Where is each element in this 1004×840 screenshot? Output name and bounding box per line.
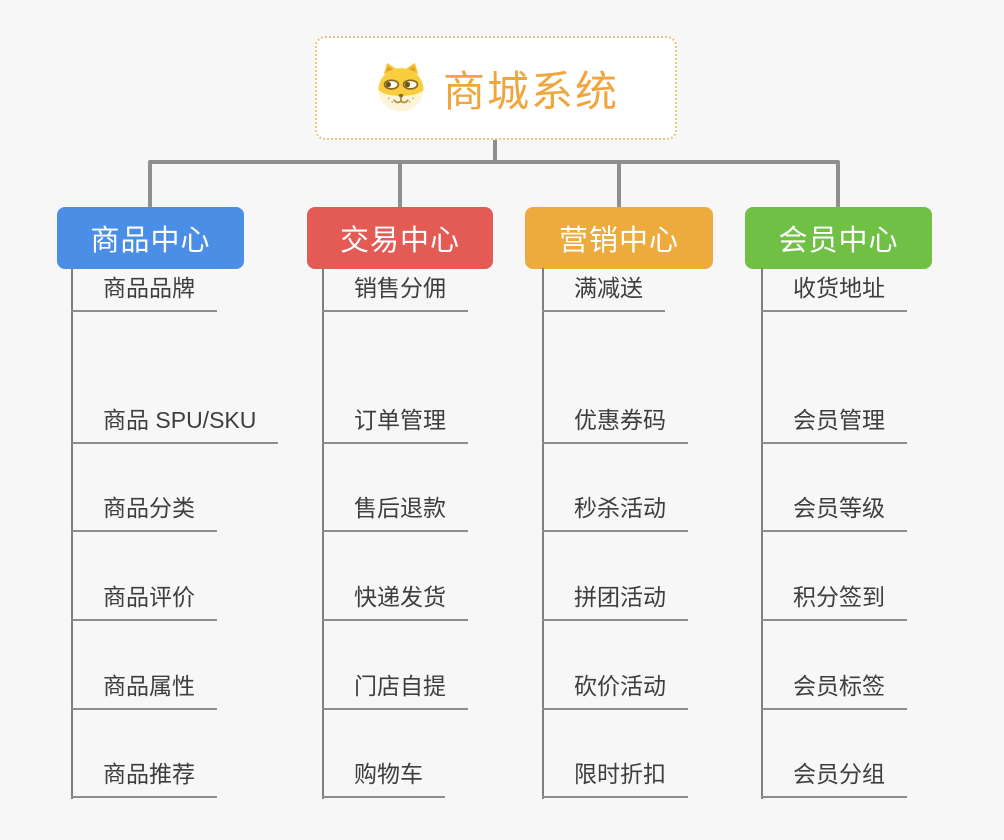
leaf-node-product-brand[interactable]: 商品品牌 <box>71 268 217 312</box>
leaf-node-shipping-address[interactable]: 收货地址 <box>761 268 907 312</box>
leaf-node-limited-time-discount[interactable]: 限时折扣 <box>542 754 688 798</box>
branch-trunk-line <box>71 268 73 799</box>
branch-node-trade-center[interactable]: 交易中心 <box>307 207 493 269</box>
branch-trunk-line <box>542 268 544 799</box>
leaf-node-flash-sale[interactable]: 秒杀活动 <box>542 488 688 532</box>
leaf-node-product-spu-sku[interactable]: 商品 SPU/SKU <box>71 400 279 444</box>
connector-horizontal-bar <box>148 160 840 164</box>
leaf-node-product-recommend[interactable]: 商品推荐 <box>71 754 217 798</box>
connector-root-trunk <box>493 140 497 163</box>
leaf-node-sales-commission[interactable]: 销售分佣 <box>322 268 468 312</box>
leaf-node-member-tags[interactable]: 会员标签 <box>761 666 907 710</box>
branch-label: 会员中心 <box>778 225 899 257</box>
leaf-node-product-attribute[interactable]: 商品属性 <box>71 666 217 710</box>
branch-node-product-center[interactable]: 商品中心 <box>57 207 244 269</box>
leaf-node-product-category[interactable]: 商品分类 <box>71 488 217 532</box>
leaf-node-coupon-code[interactable]: 优惠券码 <box>542 400 688 444</box>
connector-drop-product <box>148 162 152 208</box>
leaf-node-aftersale-refund[interactable]: 售后退款 <box>322 488 468 532</box>
connector-drop-member <box>836 162 840 208</box>
branch-label: 交易中心 <box>339 225 460 257</box>
leaf-node-spend-and-save[interactable]: 满减送 <box>542 268 665 312</box>
branch-trunk-line <box>761 268 763 799</box>
leaf-node-member-management[interactable]: 会员管理 <box>761 400 907 444</box>
leaf-node-bargain-activity[interactable]: 砍价活动 <box>542 666 688 710</box>
leaf-node-points-checkin[interactable]: 积分签到 <box>761 577 907 621</box>
leaf-node-member-level[interactable]: 会员等级 <box>761 488 907 532</box>
leaf-node-product-review[interactable]: 商品评价 <box>71 577 217 621</box>
leaf-node-group-buy[interactable]: 拼团活动 <box>542 577 688 621</box>
branch-node-marketing-center[interactable]: 营销中心 <box>525 207 713 269</box>
branch-label: 商品中心 <box>90 225 211 257</box>
leaf-node-express-shipping[interactable]: 快递发货 <box>322 577 468 621</box>
leaf-node-member-groups[interactable]: 会员分组 <box>761 754 907 798</box>
doge-icon <box>378 62 424 112</box>
root-node-mall-system[interactable]: 商城系统 <box>315 36 677 140</box>
branch-trunk-line <box>322 268 324 799</box>
leaf-node-order-management[interactable]: 订单管理 <box>322 400 468 444</box>
connector-drop-marketing <box>617 162 621 208</box>
root-node-title: 商城系统 <box>442 67 619 115</box>
connector-drop-trade <box>398 162 402 208</box>
leaf-node-store-pickup[interactable]: 门店自提 <box>322 666 468 710</box>
branch-node-member-center[interactable]: 会员中心 <box>745 207 932 269</box>
leaf-node-shopping-cart[interactable]: 购物车 <box>322 754 445 798</box>
branch-label: 营销中心 <box>558 225 679 257</box>
